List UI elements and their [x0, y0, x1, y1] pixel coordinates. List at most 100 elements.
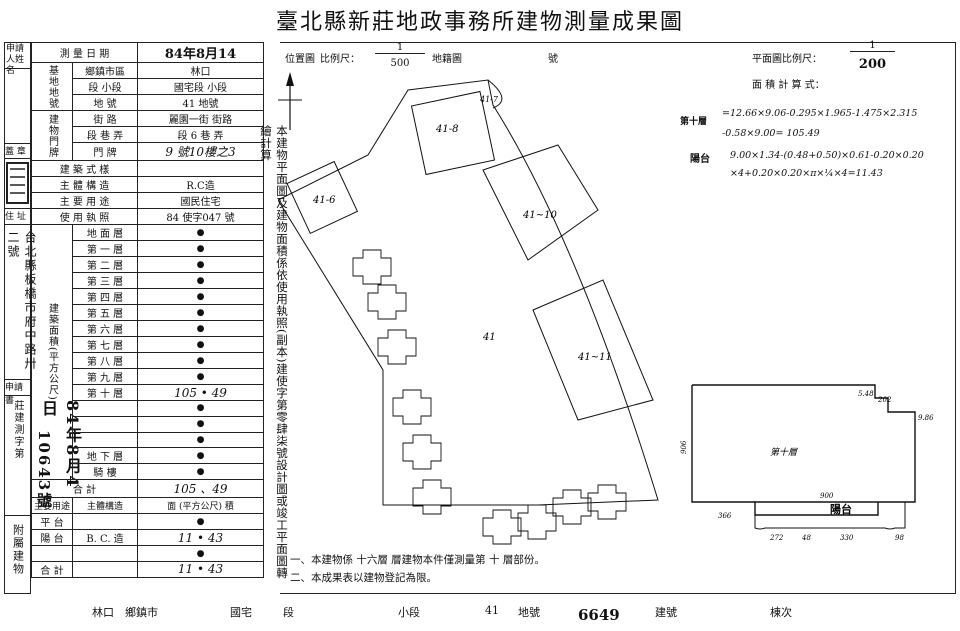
survey-date-label: 測 量 日 期: [30, 42, 139, 63]
cadastral-no-label: 號: [548, 54, 558, 65]
footer-building-no: 6649: [578, 606, 620, 624]
attached-use: 陽 台: [30, 529, 74, 547]
total-label: 合 計: [30, 479, 139, 499]
formula-floor10-line2: -0.58×9.00= 105.49: [722, 128, 820, 139]
street-label: 街 路: [72, 110, 139, 127]
footer-building-label: 建號: [655, 606, 677, 619]
drawing-frame: [280, 42, 956, 594]
attached-row: 平 台 ●: [30, 513, 264, 531]
attached-header-structure: 主體構造: [72, 497, 139, 515]
address-label: 住 址: [5, 209, 30, 225]
floor-label: [72, 415, 139, 433]
floor-row: 第 八 層●: [32, 352, 264, 369]
floor-area: ●: [137, 431, 264, 449]
area-group-label: 建築面積(平方公尺): [30, 223, 74, 481]
floor-label: 第 五 層: [72, 304, 139, 321]
building-info-table: 測 量 日 期 84年8月14 基地地號 鄉鎮市區 林口 段 小段 國宅段 小段…: [30, 42, 264, 578]
floor-area: ●: [137, 368, 264, 385]
footer-subsection-label: 小段: [398, 606, 420, 619]
applicant-column: 申請人姓名 蓋 章 住 址 台北縣板橋市府中路卅二號 申請書 莊建測字第 附屬建…: [4, 42, 37, 594]
floor-label: 地 面 層: [72, 224, 139, 241]
applicant-label: 申請人姓名: [5, 43, 30, 76]
number-label: 門 牌: [72, 142, 139, 161]
attached-area: 11 • 43: [137, 529, 264, 547]
township-value: 林口: [137, 62, 264, 79]
floor-row: 第 一 層●: [32, 240, 264, 257]
plan-scale-num: 1: [850, 40, 895, 52]
door-label: 建物門牌: [30, 110, 74, 161]
plan-scale-den: 200: [858, 57, 887, 72]
formula-balcony-line1: 9.00×1.34-(0.48+0.50)×0.61-0.20×0.20: [730, 150, 924, 161]
location-map: 41-8 41-6 41~10 41 41~11 41-7: [278, 72, 659, 545]
section-value: 國宅段 小段: [137, 78, 264, 95]
floor-row: 第 三 層●: [32, 272, 264, 289]
floor-label: 第 三 層: [72, 272, 139, 289]
floor-label: 第 九 層: [72, 368, 139, 385]
license-value: 84 使字047 號: [137, 208, 264, 225]
floor-area: ●: [137, 415, 264, 433]
parcel-label-41: 41: [482, 332, 496, 343]
structure-value: R.C造: [137, 176, 264, 193]
floor-area: ●: [137, 352, 264, 369]
formula-floor10-label: 第十層: [680, 117, 708, 127]
official-stamp: [5, 159, 30, 209]
attached-label: 附屬建物: [11, 524, 25, 576]
floor-label: 第 四 層: [72, 288, 139, 305]
floor-area: ●: [137, 336, 264, 353]
floor-plan: 第十層 陽台 906 5.48 202 9.86 900 366 272 48 …: [680, 384, 934, 542]
attached-row: ●: [30, 545, 264, 562]
attached-area: 11 • 43: [137, 560, 264, 578]
floor-rows: 建築面積(平方公尺)地 面 層●第 一 層●第 二 層●第 三 層●第 四 層●…: [30, 223, 264, 481]
total-value: 105 、49: [137, 479, 264, 499]
license-label: 使 用 執 照: [30, 208, 139, 225]
attached-struct: [72, 545, 139, 562]
plan-scale-label: 平面圖比例尺：: [752, 54, 822, 65]
dim-366: 366: [718, 512, 732, 520]
attached-area: ●: [137, 513, 264, 531]
floor-label: [72, 431, 139, 449]
location-scale-den: 500: [390, 58, 410, 69]
location-label: 位置圖: [285, 54, 315, 65]
street-value: 麗園一街 街路: [137, 110, 264, 127]
cadastral-label: 地籍圖: [432, 54, 462, 65]
attached-struct: [72, 560, 139, 578]
lot-value: 41 地號: [137, 94, 264, 111]
floor-area: ●: [137, 224, 264, 241]
dim-48: 48: [801, 534, 811, 542]
floor-label: 第 七 層: [72, 336, 139, 353]
structure-label: 主 體 構 造: [30, 176, 139, 193]
floor-row: 第 六 層●: [32, 320, 264, 337]
building-blocks: [352, 249, 627, 545]
footer-section: 國宅: [230, 606, 252, 619]
floor-area: ●: [137, 256, 264, 273]
footer-lot-label: 地號: [518, 606, 540, 619]
attached-use: 平 台: [30, 513, 74, 531]
attached-header-use: 主要用途: [30, 497, 74, 515]
attached-use: [30, 545, 74, 562]
dim-202: 202: [877, 396, 892, 404]
stamp-label: 蓋 章: [5, 144, 30, 159]
parcel-label-41-6: 41-6: [312, 195, 336, 206]
base-label: 基地地號: [30, 62, 74, 111]
floor-label: [72, 400, 139, 417]
floor-area: ●: [137, 463, 264, 481]
lane-value: 段 6 巷 弄: [137, 126, 264, 143]
applicant-names: [5, 69, 30, 144]
formula-balcony-label: 陽台: [690, 154, 710, 165]
floor-area: ●: [137, 240, 264, 257]
stamp-seal-icon: [6, 162, 29, 204]
attached-struct: [72, 513, 139, 531]
style-label: 建 築 式 樣: [30, 160, 139, 177]
north-arrow-icon: [278, 72, 302, 130]
footer-lot: 41: [485, 604, 499, 617]
application-number: 莊建測字第: [5, 396, 30, 516]
floor-label: 第 一 層: [72, 240, 139, 257]
parcel-label-41-8: 41-8: [435, 124, 458, 135]
plan-room-label: 第十層: [770, 447, 798, 458]
dim-330: 330: [840, 534, 854, 542]
dim-906: 906: [680, 440, 688, 454]
township-label: 鄉鎮市區: [72, 62, 139, 79]
vertical-note: 本建物平面圖及建物面積係依使用執照(副本)建使字第零肆柒號設計圖或竣工平面圖轉繪…: [259, 125, 289, 579]
